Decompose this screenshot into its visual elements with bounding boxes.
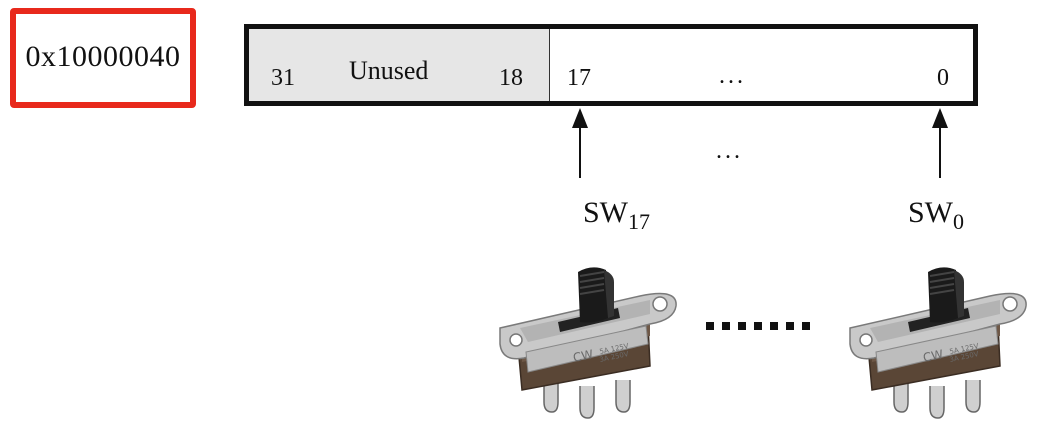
svg-text:CW: CW (922, 347, 945, 365)
address-box: 0x10000040 (10, 8, 196, 108)
bit-31-label: 31 (271, 65, 295, 91)
unused-field (249, 29, 550, 101)
dot (786, 322, 794, 330)
address-text: 0x10000040 (25, 40, 181, 73)
arrowhead-sw17 (572, 108, 588, 128)
arrowhead-sw0 (932, 108, 948, 128)
dot (706, 322, 714, 330)
dot (770, 322, 778, 330)
slide-switch-icon-sw17: CW 5A 125V 3A 250V (499, 266, 678, 419)
dot (802, 322, 810, 330)
dot (754, 322, 762, 330)
dot (738, 322, 746, 330)
bit-18-label: 18 (499, 65, 523, 91)
connector-ellipsis: ... (716, 138, 743, 164)
sw17-label: SW17 (583, 196, 650, 234)
svg-text:CW: CW (572, 347, 595, 365)
switch-sequence-ellipsis (706, 322, 810, 330)
register-bitfield: 31 Unused 18 17 ... 0 (244, 24, 978, 106)
unused-label: Unused (349, 56, 429, 85)
slide-switch-icon-sw0: CW 5A 125V 3A 250V (849, 266, 1028, 419)
sw0-label: SW0 (908, 196, 964, 234)
bit-17-label: 17 (567, 65, 591, 91)
bit-0-label: 0 (937, 65, 949, 91)
dot (722, 322, 730, 330)
bit-ellipsis: ... (719, 63, 746, 89)
